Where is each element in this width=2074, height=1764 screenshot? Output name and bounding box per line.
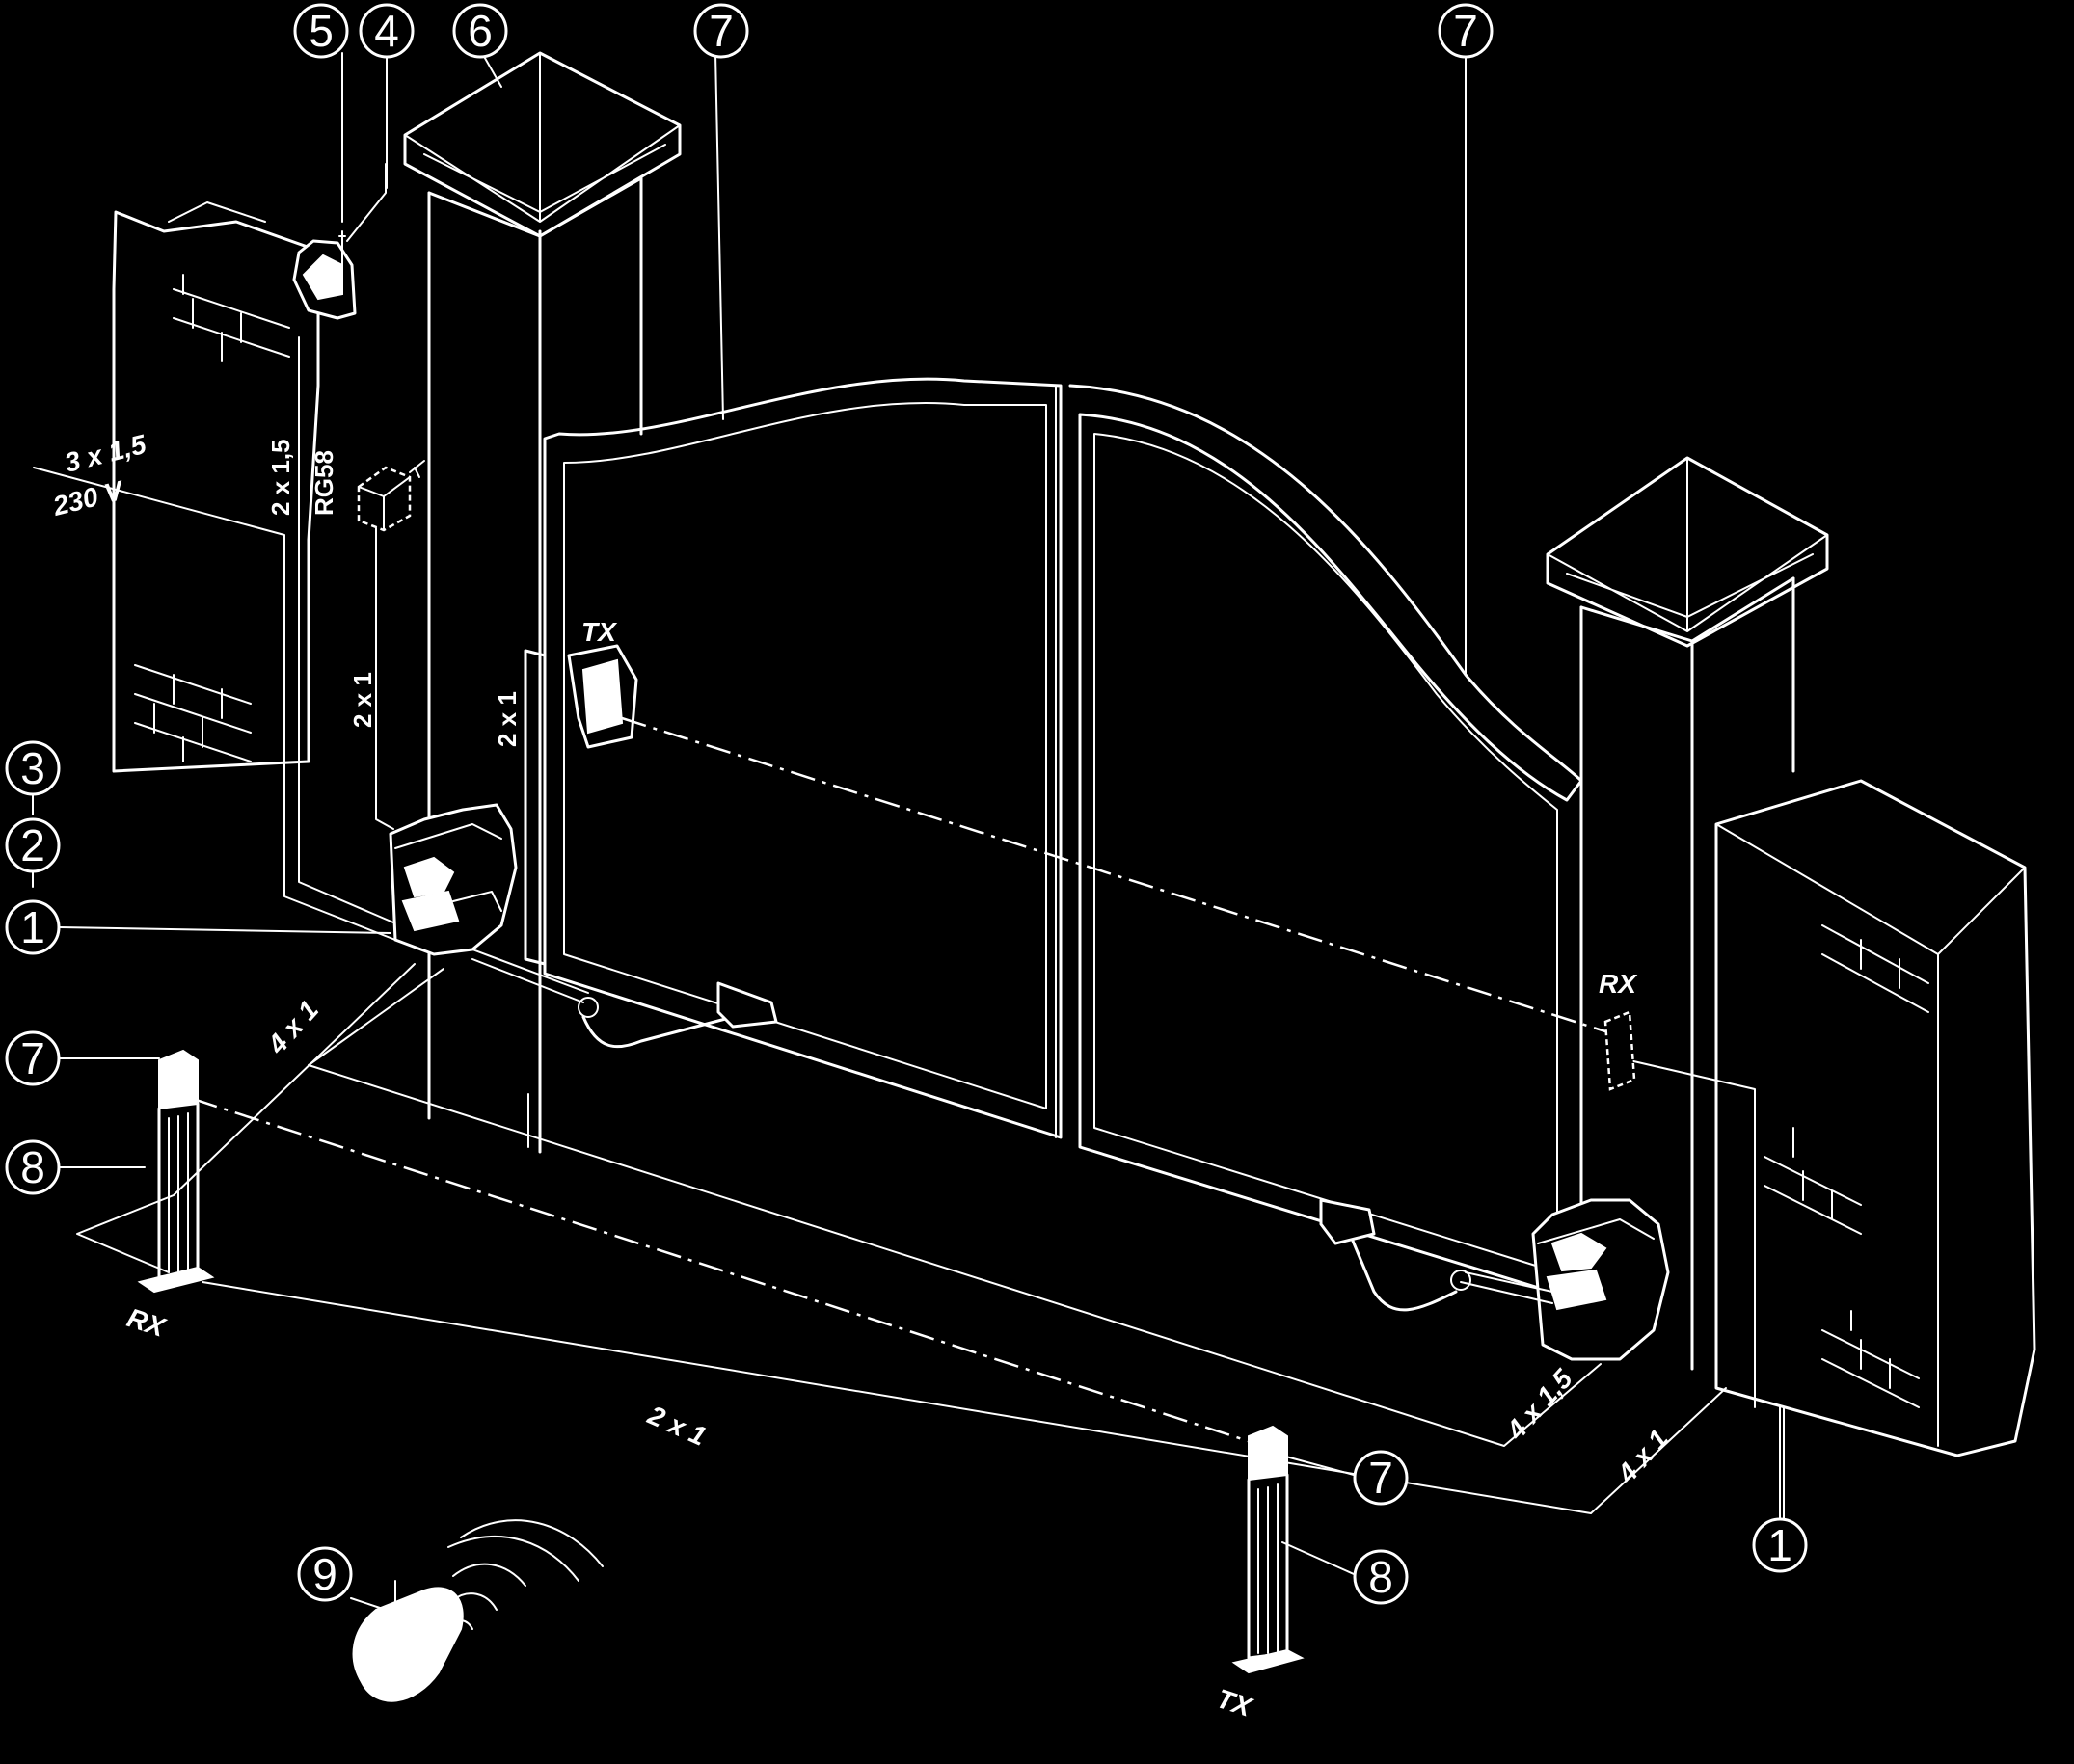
- callout-4-number: 4: [374, 6, 399, 56]
- motor-right-cable-label: 4 x 1,5: [1500, 1363, 1578, 1445]
- flasher-cable-label: 2 x 1,5: [266, 439, 295, 516]
- callout-9: 9: [297, 1546, 353, 1602]
- photocell-column-right: [1231, 1425, 1305, 1674]
- mains-cable-label: 3 x 1,5: [62, 429, 149, 478]
- antenna-cable-label: RG58: [310, 450, 338, 516]
- callout-7-gate-left: 7: [693, 3, 749, 59]
- photocell-tx-gate: [567, 644, 638, 749]
- key-selector-cable-label: 2 x 1: [348, 672, 377, 728]
- callout-8-column-right: 8: [1353, 1549, 1409, 1605]
- callout-3-number: 3: [20, 743, 45, 793]
- ground-photocell-cable-label: 2 x 1: [643, 1400, 711, 1452]
- photocell-rx-gate: [1603, 1010, 1636, 1091]
- callout-3: 3: [5, 740, 61, 796]
- callout-1-number: 1: [20, 902, 45, 952]
- callout-8-column-left: 8: [5, 1139, 61, 1195]
- callout-2: 2: [5, 817, 61, 873]
- left-wall-bricks-top: [173, 274, 290, 362]
- cable-runs: [33, 336, 1785, 1543]
- right-arm: [1319, 1198, 1553, 1312]
- gate-post-strip: [524, 649, 547, 966]
- motor-left-cable-label: 4 x 1: [261, 995, 324, 1060]
- callout-7-column-left: 7: [5, 1030, 61, 1086]
- callout-5: 5: [293, 3, 349, 59]
- right-wall: [1714, 779, 2036, 1457]
- gate-left-leaf: [543, 377, 1063, 1139]
- callout-7-number: 7: [1368, 1453, 1393, 1503]
- gate-right-leaf: [1068, 384, 1583, 1298]
- rx-gate-cable-label: 4 x 1: [1611, 1424, 1674, 1489]
- callout-8-number: 8: [1368, 1552, 1393, 1602]
- callout-6: 6: [452, 3, 508, 59]
- left-arm: [471, 949, 778, 1049]
- left-pillar: [403, 51, 682, 1154]
- callout-5-number: 5: [309, 6, 334, 56]
- callout-6-number: 6: [468, 6, 493, 56]
- right-wall-bricks: [1764, 924, 1929, 1408]
- callout-1-left: 1: [5, 899, 61, 955]
- left-wall-bricks-bottom: [134, 664, 252, 762]
- tx-gate-label: TX: [581, 617, 618, 647]
- callout-8-number: 8: [20, 1142, 45, 1192]
- left-wall: [112, 201, 320, 773]
- key-selector: [357, 460, 425, 532]
- photocell-column-left: [137, 1049, 215, 1294]
- callout-2-number: 2: [20, 820, 45, 870]
- callout-1-right: 1: [1752, 1517, 1808, 1573]
- callout-4: 4: [359, 3, 415, 59]
- callout-7-number: 7: [1453, 6, 1478, 56]
- photocell-beams: [192, 716, 1606, 1448]
- tx-column-label: TX: [1213, 1683, 1257, 1723]
- right-motor: [1531, 1198, 1670, 1361]
- callout-7-column-right: 7: [1353, 1450, 1409, 1506]
- callout-7-gate-right: 7: [1438, 3, 1494, 59]
- callout-9-number: 9: [312, 1549, 337, 1599]
- callout-7-number: 7: [20, 1033, 45, 1083]
- rx-column-label: RX: [123, 1302, 171, 1343]
- callout-7-number: 7: [709, 6, 734, 56]
- callout-leaders: [32, 52, 1781, 1611]
- callout-1-number: 1: [1767, 1520, 1792, 1570]
- tx-gate-cable-label: 2 x 1: [493, 691, 522, 747]
- left-motor: [389, 803, 518, 956]
- rx-gate-label: RX: [1599, 969, 1638, 999]
- remote-control: [352, 1519, 604, 1702]
- flashing-lamp-antenna: [292, 163, 387, 320]
